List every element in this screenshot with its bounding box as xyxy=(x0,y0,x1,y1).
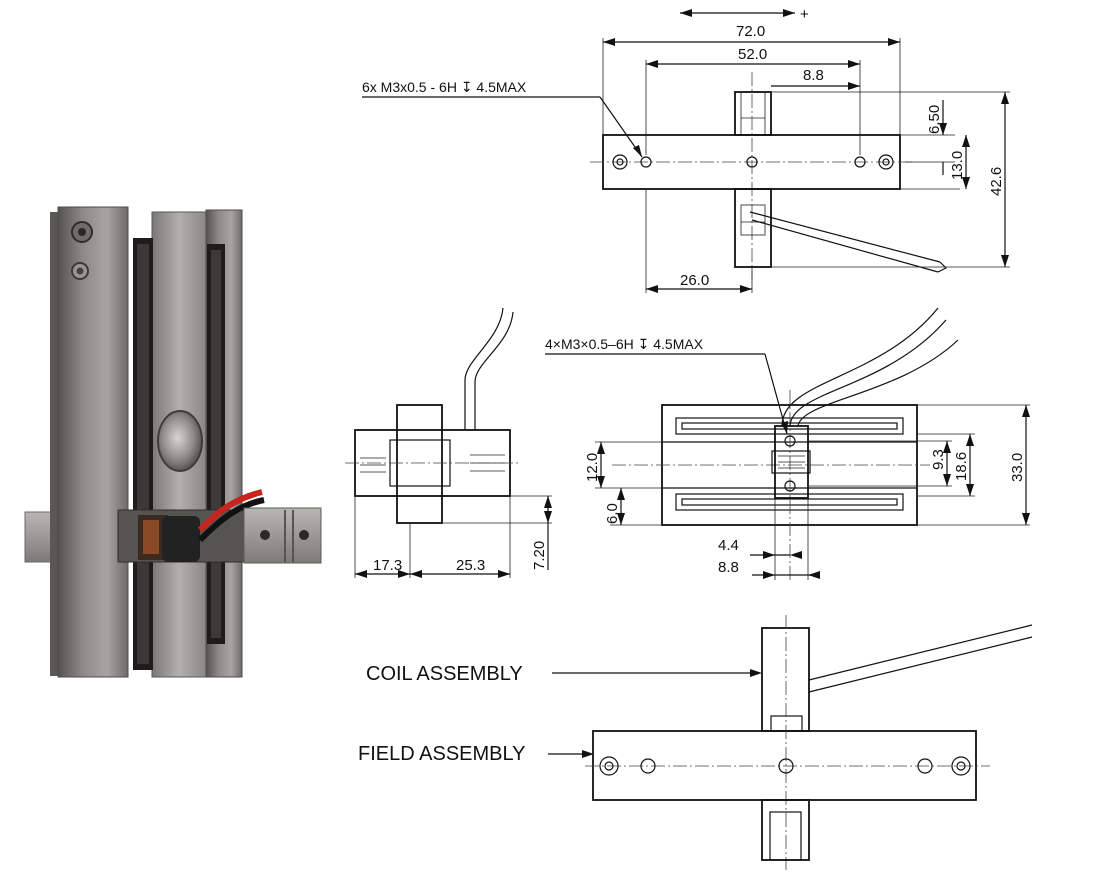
mount-bar-hole-right xyxy=(299,530,309,540)
dim-bar-height: 13.0 xyxy=(949,151,966,180)
dim-half-width: 4.4 xyxy=(718,537,739,554)
field-assembly-label: FIELD ASSEMBLY xyxy=(358,743,525,765)
cap-screw-top-socket xyxy=(78,228,86,236)
coil-assembly-label: COIL ASSEMBLY xyxy=(366,663,523,685)
dim-right-length: 25.3 xyxy=(456,557,485,574)
dim-overall-width: 72.0 xyxy=(736,23,765,40)
left-magnet-slot-shine xyxy=(137,244,149,664)
left-housing-plate xyxy=(57,206,129,678)
dim-hole-pitch: 9.3 xyxy=(930,449,947,470)
mount-bar-hole-left xyxy=(260,530,270,540)
coil-mount-bar xyxy=(243,507,322,564)
assembly-view: COIL ASSEMBLY FIELD ASSEMBLY xyxy=(358,615,1033,870)
dim-height-offset: 6.50 xyxy=(926,105,943,134)
dim-overall-height: 33.0 xyxy=(1009,453,1026,482)
dim-vertical-height: 7.20 xyxy=(531,541,548,570)
dim-left-lower: 6.0 xyxy=(604,503,621,524)
motion-plus-sign: + xyxy=(800,6,809,23)
actuator-product-photo xyxy=(24,206,322,678)
lead-wire-red xyxy=(197,489,263,533)
dim-center-offset: 26.0 xyxy=(680,272,709,289)
dim-coil-width: 8.8 xyxy=(803,67,824,84)
coil-copper-winding xyxy=(143,520,159,554)
dim-mid-height: 18.6 xyxy=(953,452,970,481)
dim-total-height: 42.6 xyxy=(988,167,1005,196)
threaded-hole-top-inner xyxy=(76,267,84,275)
coil-clamp xyxy=(162,516,200,562)
side-view: 17.3 25.3 7.20 xyxy=(345,307,552,578)
front-view: 4×M3×0.5–6H ↧ 4.5MAX 12.0 6.0 9.3 18.6 xyxy=(545,307,1030,580)
dim-left-upper: 12.0 xyxy=(584,453,601,482)
top-view-hole-callout: 6x M3x0.5 - 6H ↧ 4.5MAX xyxy=(362,79,527,95)
front-view-coil-block xyxy=(774,425,809,499)
dim-left-length: 17.3 xyxy=(373,557,402,574)
front-view-hole-callout: 4×M3×0.5–6H ↧ 4.5MAX xyxy=(545,336,704,352)
body-left-shadow xyxy=(50,212,60,676)
lead-wire-black xyxy=(197,497,265,543)
top-view: + 72.0 52.0 xyxy=(362,6,1010,293)
dim-hole-span: 52.0 xyxy=(738,46,767,63)
dim-width: 8.8 xyxy=(718,559,739,576)
center-bore xyxy=(157,410,203,472)
right-magnet-slot-shine xyxy=(211,250,221,638)
